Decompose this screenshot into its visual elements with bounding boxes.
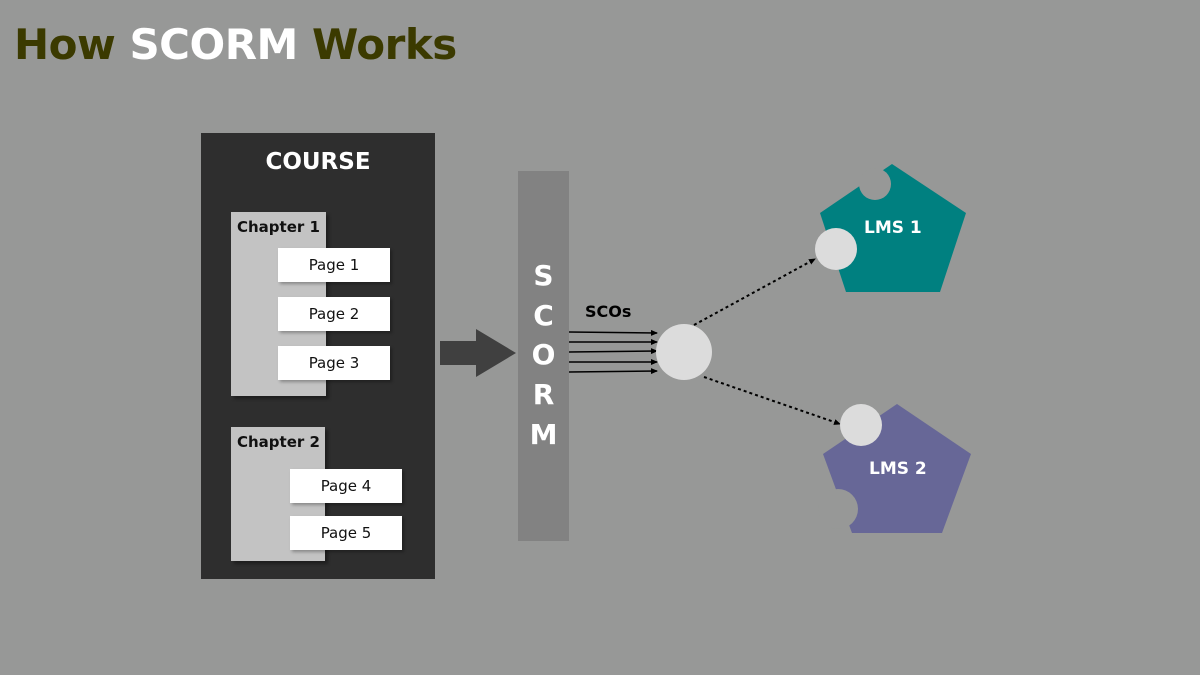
page-title: How SCORM Works <box>14 20 457 69</box>
scorm-letter-m: M <box>529 418 558 451</box>
lms-2-label: LMS 2 <box>869 459 927 479</box>
scorm-letter-r: R <box>532 378 555 411</box>
sco-arrow-3 <box>568 348 658 355</box>
lms-1-connector-circle <box>815 228 857 270</box>
scorm-letter-c: C <box>533 299 554 332</box>
lms-1-shape <box>820 164 966 292</box>
connector-to-lms-2 <box>703 376 841 425</box>
lms-1-label: LMS 1 <box>864 218 922 238</box>
scos-label: SCOs <box>585 302 632 321</box>
chapter-2-label: Chapter 2 <box>237 433 320 451</box>
hub-circle <box>656 324 712 380</box>
lms-1-notch <box>859 168 891 200</box>
scorm-letter-o: O <box>531 338 556 371</box>
scorm-letter-s: S <box>533 259 554 292</box>
title-part-1: How <box>14 20 130 69</box>
sco-arrows <box>568 329 658 375</box>
page-5-box: Page 5 <box>290 516 402 550</box>
page-3-box: Page 3 <box>278 346 390 380</box>
sco-arrow-5 <box>568 368 658 375</box>
course-panel: COURSE Chapter 1 Page 1 Page 2 Page 3 Ch… <box>201 133 435 579</box>
page-2-box: Page 2 <box>278 297 390 331</box>
lms-2-notch <box>818 489 858 529</box>
page-1-box: Page 1 <box>278 248 390 282</box>
connector-to-lms-1 <box>693 258 816 326</box>
course-title: COURSE <box>265 149 371 175</box>
title-highlight: SCORM <box>129 20 298 69</box>
lms-2-connector-circle <box>840 404 882 446</box>
page-4-box: Page 4 <box>290 469 402 503</box>
chapter-1-label: Chapter 1 <box>237 218 320 236</box>
title-part-2: Works <box>297 20 457 69</box>
scorm-bar: S C O R M <box>518 171 569 541</box>
sco-arrow-1 <box>568 329 658 336</box>
course-to-scorm-arrow <box>440 329 516 377</box>
